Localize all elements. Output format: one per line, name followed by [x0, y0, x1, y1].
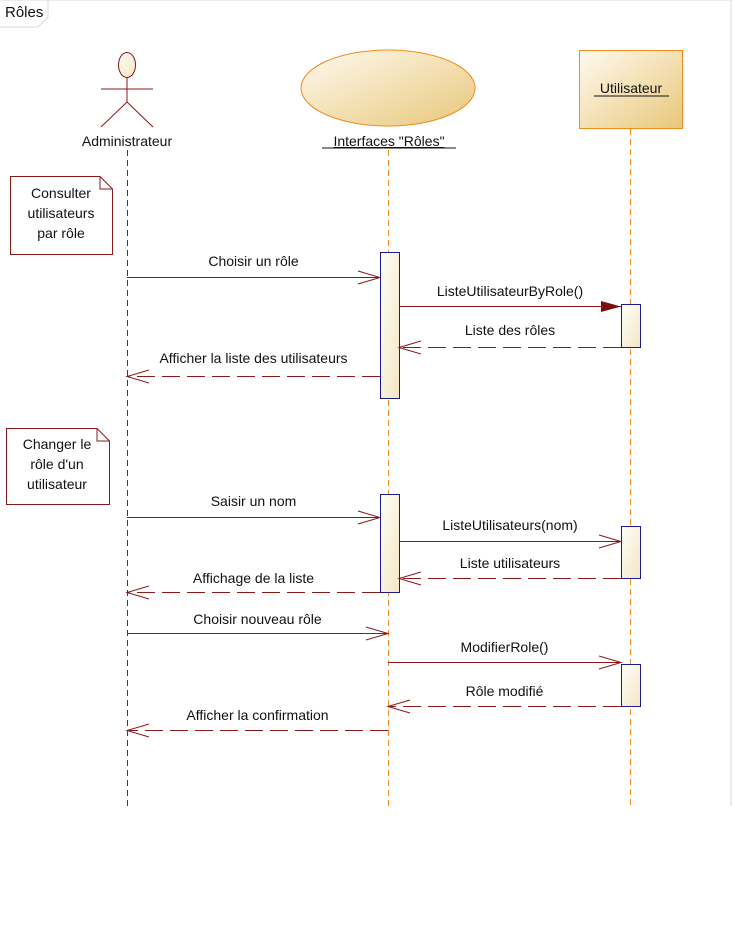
- participant-utilisateur[interactable]: Utilisateur: [579, 50, 683, 129]
- message-async[interactable]: ModifierRole(): [388, 639, 623, 670]
- message-return[interactable]: Rôle modifié: [386, 683, 621, 714]
- message-async[interactable]: Saisir un nom: [127, 493, 382, 525]
- arrowhead-open-icon: [357, 270, 382, 285]
- message-label: Afficher la confirmation: [186, 707, 328, 723]
- participant-label: Interfaces "Rôles": [333, 133, 444, 149]
- message-label: Affichage de la liste: [193, 570, 314, 586]
- arrowhead-open-icon: [357, 510, 382, 525]
- frame-title: Rôles: [5, 4, 43, 21]
- message-label: Liste utilisateurs: [460, 555, 560, 571]
- message-label: Rôle modifié: [466, 683, 544, 699]
- note-line: rôle d'un: [30, 456, 83, 472]
- note-line: Consulter: [31, 185, 91, 201]
- note-line: par rôle: [37, 225, 85, 241]
- participant-label: Utilisateur: [600, 80, 663, 96]
- message-return[interactable]: Liste des rôles: [397, 322, 621, 355]
- arrowhead-open-icon: [125, 369, 150, 384]
- activations: [380, 252, 641, 707]
- message-return[interactable]: Affichage de la liste: [125, 570, 380, 600]
- note-line: utilisateurs: [28, 205, 95, 221]
- participant-label: Administrateur: [82, 133, 173, 149]
- arrowhead-open-icon: [365, 626, 390, 641]
- message-async[interactable]: ListeUtilisateurs(nom): [399, 517, 623, 549]
- message-label: ModifierRole(): [461, 639, 549, 655]
- arrowhead-open-icon: [386, 699, 411, 714]
- message-return[interactable]: Liste utilisateurs: [397, 555, 621, 586]
- actor-administrateur[interactable]: Administrateur: [82, 52, 173, 150]
- message-label: Choisir un rôle: [208, 253, 298, 269]
- note-line: Changer le: [23, 436, 92, 452]
- note-changer: Changer le rôle d'un utilisateur: [6, 428, 110, 505]
- message-sync[interactable]: ListeUtilisateurByRole(): [399, 283, 621, 312]
- activation-bar: [621, 664, 641, 707]
- note-line: utilisateur: [27, 476, 87, 492]
- participant-interfaces-roles[interactable]: Interfaces "Rôles": [300, 49, 476, 149]
- message-return[interactable]: Afficher la liste des utilisateurs: [125, 350, 380, 384]
- arrowhead-open-icon: [397, 340, 422, 355]
- actor-icon: [100, 52, 154, 128]
- boundary-ellipse: [300, 49, 476, 127]
- arrowhead-open-icon: [598, 655, 623, 670]
- note-consulter: Consulter utilisateurs par rôle: [10, 176, 113, 255]
- message-label: Afficher la liste des utilisateurs: [159, 350, 347, 366]
- arrowhead-filled-icon: [601, 301, 621, 312]
- message-async[interactable]: Choisir un rôle: [127, 253, 382, 285]
- activation-bar: [621, 526, 641, 579]
- message-async[interactable]: Choisir nouveau rôle: [127, 611, 390, 641]
- arrowhead-open-icon: [125, 585, 150, 600]
- message-label: Liste des rôles: [465, 322, 555, 338]
- activation-bar: [380, 252, 400, 399]
- message-label: Choisir nouveau rôle: [193, 611, 322, 627]
- activation-bar: [621, 304, 641, 348]
- message-return[interactable]: Afficher la confirmation: [125, 707, 388, 738]
- arrowhead-open-icon: [598, 534, 623, 549]
- message-label: ListeUtilisateurs(nom): [442, 517, 577, 533]
- arrowhead-open-icon: [397, 571, 422, 586]
- arrowhead-open-icon: [125, 723, 150, 738]
- diagram-frame: Rôles: [0, 0, 732, 806]
- message-label: ListeUtilisateurByRole(): [437, 283, 583, 299]
- entity-box: [579, 50, 683, 129]
- activation-bar: [380, 494, 400, 593]
- message-label: Saisir un nom: [211, 493, 297, 509]
